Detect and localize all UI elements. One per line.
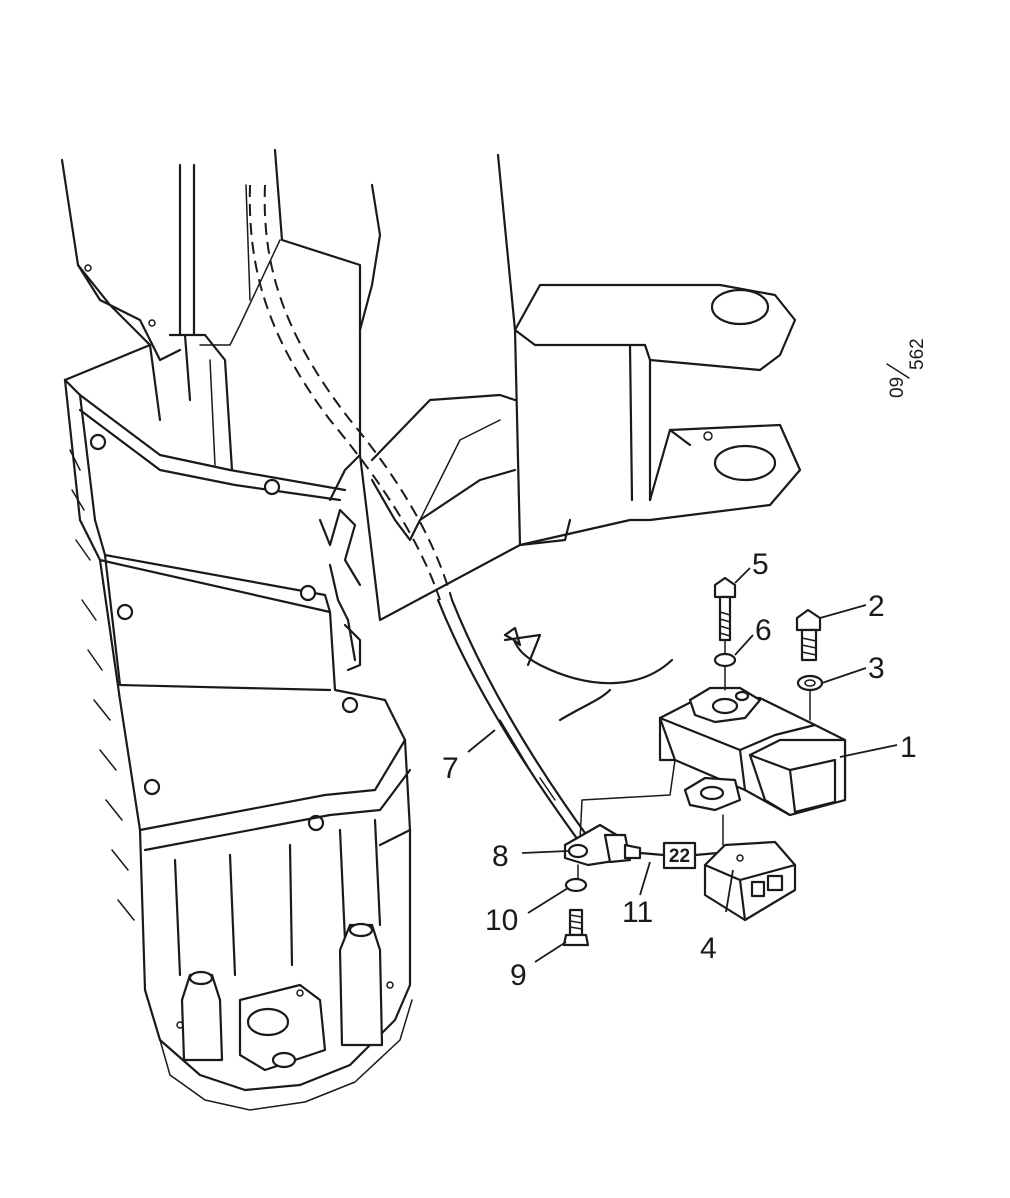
callout-6: 6	[755, 614, 772, 647]
cable-harness	[436, 598, 676, 842]
clamp-assembly	[562, 823, 632, 947]
connector-box-label: 22	[669, 846, 690, 867]
callout-9: 9	[510, 959, 527, 992]
plug-connector	[703, 840, 797, 922]
pivot-bracket	[358, 153, 802, 622]
callout-4: 4	[700, 932, 717, 965]
drawing-reference: 09 562	[886, 338, 928, 398]
bolt-2-and-washer-3	[795, 608, 824, 721]
callout-1: 1	[900, 731, 917, 764]
callout-11: 11	[622, 896, 653, 929]
callout-3: 3	[868, 652, 885, 685]
sensor-housing	[658, 686, 847, 846]
callout-5: 5	[752, 548, 769, 581]
drawing-reference-top: 09	[887, 377, 908, 398]
callout-leaders	[467, 567, 898, 963]
drawing-reference-divider	[886, 363, 910, 379]
callout-numbers: 1 2 3 4 5 6 7 8 9 10 11	[442, 548, 917, 992]
callout-7: 7	[442, 752, 459, 785]
callout-8: 8	[492, 840, 509, 873]
drawing-reference-bottom: 562	[907, 338, 928, 370]
connector-lead: 22	[623, 841, 720, 870]
callout-10: 10	[485, 904, 518, 937]
rotation-arrow-icon	[503, 626, 674, 722]
callout-2: 2	[868, 590, 885, 623]
connector-box-22	[662, 841, 697, 870]
boom-structure	[60, 148, 453, 1111]
bolt-5-and-washer-6	[713, 576, 737, 691]
